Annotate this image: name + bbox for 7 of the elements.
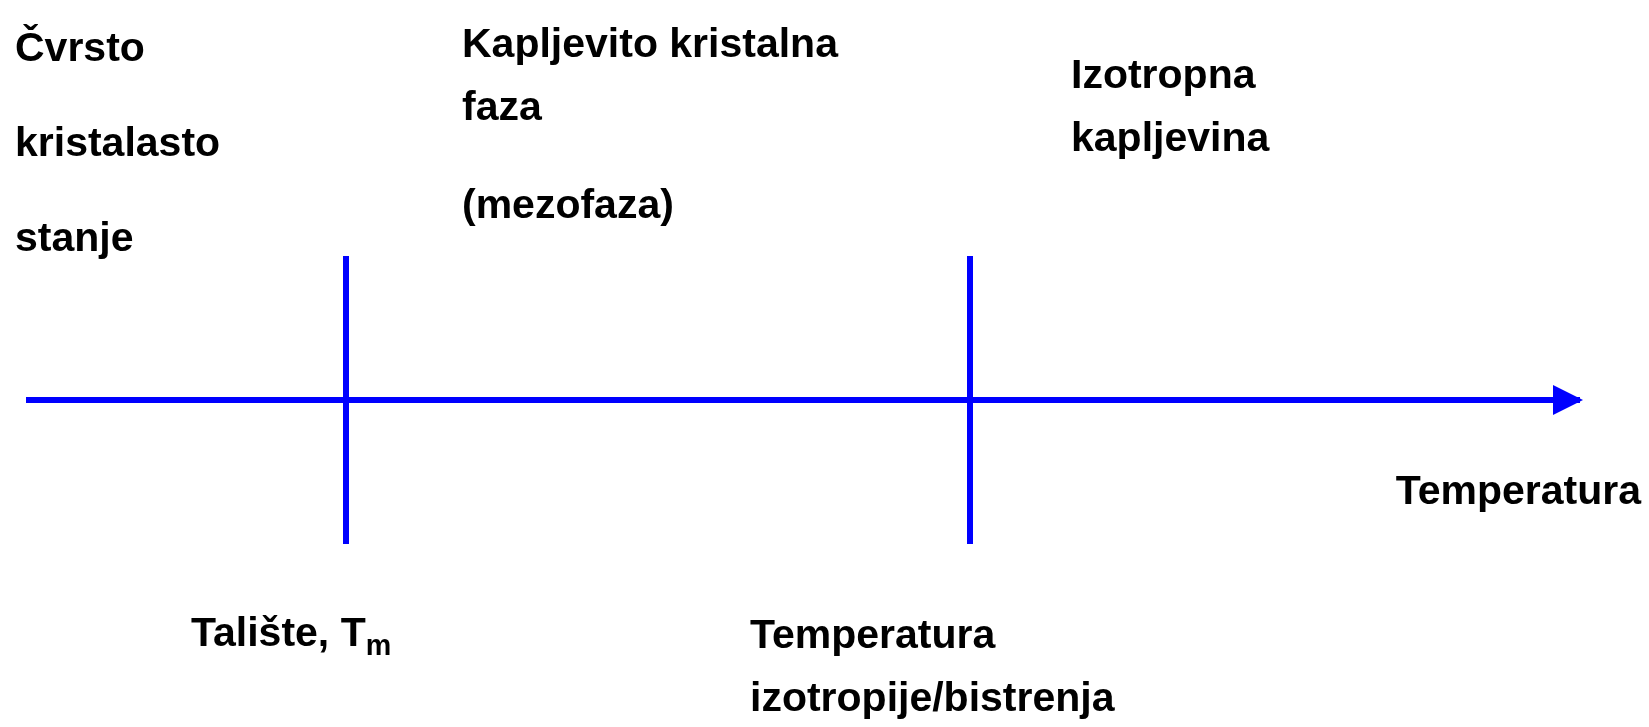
text-label: Temperatura izotropije/bistrenja xyxy=(750,610,1116,722)
text-label: Izotropna kapljevina xyxy=(1071,50,1271,162)
text-label: (mezofaza) xyxy=(462,180,674,229)
text-label: Talište, T$_{m}$ xyxy=(191,608,392,664)
text-label: Temperatura xyxy=(1395,466,1641,515)
text-label: Čvrsto kristalasto stanje xyxy=(15,23,222,262)
text-label: Kapljevito kristalna faza xyxy=(462,19,840,131)
